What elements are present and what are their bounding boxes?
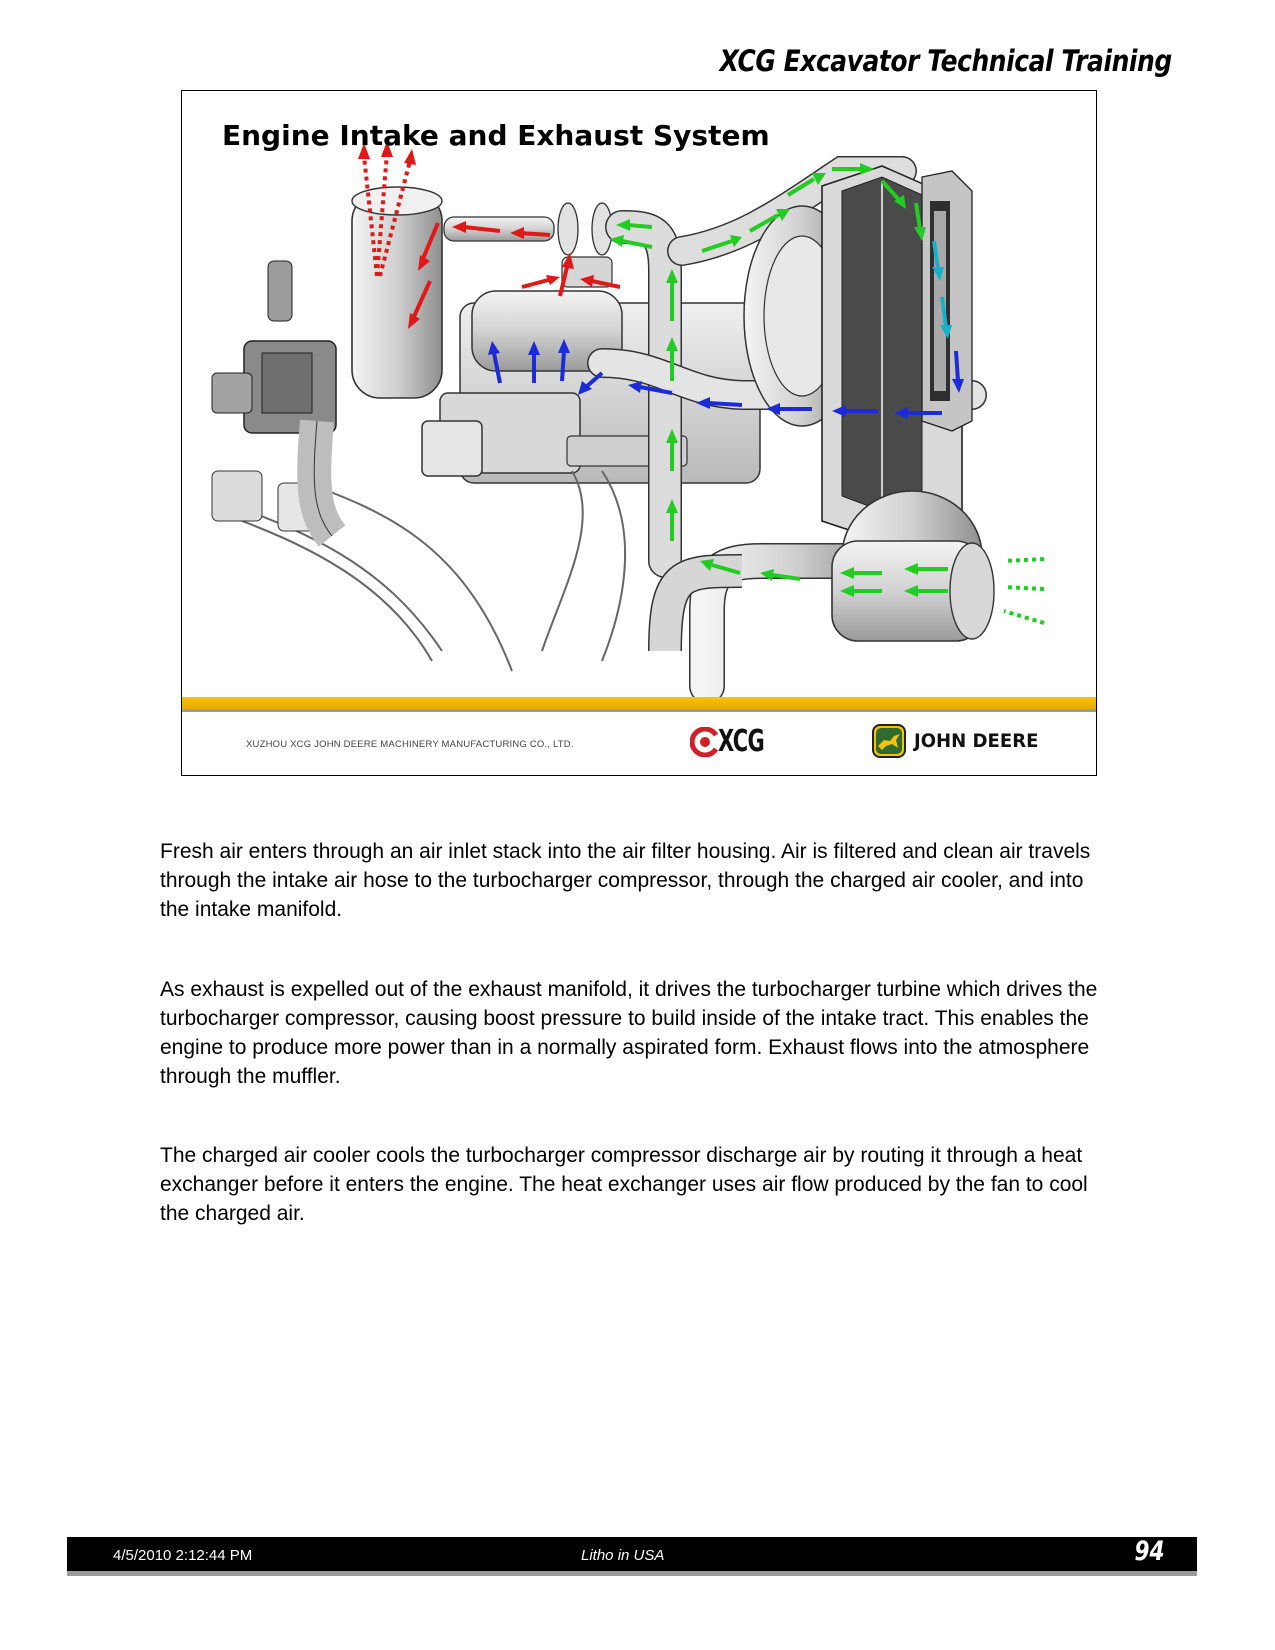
slide-title: Engine Intake and Exhaust System: [222, 119, 770, 152]
paragraph-air-intake: Fresh air enters through an air inlet st…: [160, 837, 1100, 924]
hydraulic-pump: [212, 261, 336, 433]
footer-date: 4/5/2010 2:12:44 PM: [113, 1547, 252, 1564]
slide-band-grey: [182, 709, 1096, 712]
xcg-logo-text: XCG: [718, 724, 764, 759]
paragraph-exhaust: As exhaust is expelled out of the exhaus…: [160, 975, 1100, 1091]
xcg-logo: XCG: [690, 724, 784, 759]
slide-band-yellow: [182, 697, 1096, 709]
footer-bar: 4/5/2010 2:12:44 PM Litho in USA 94: [67, 1537, 1197, 1576]
john-deere-logo-text: JOHN DEERE: [914, 730, 1038, 752]
john-deere-logo: JOHN DEERE: [872, 724, 1045, 758]
company-name: XUZHOU XCG JOHN DEERE MACHINERY MANUFACT…: [246, 739, 574, 750]
exhaust-pipe: [444, 203, 612, 287]
john-deere-deer-icon: [872, 724, 906, 758]
footer-litho: Litho in USA: [581, 1547, 664, 1564]
paragraph-charged-air-cooler: The charged air cooler cools the turboch…: [160, 1141, 1100, 1228]
slide-frame: Engine Intake and Exhaust System XUZHOU …: [181, 90, 1097, 776]
xcg-logo-icon: [690, 727, 720, 757]
engine-diagram: [182, 91, 1096, 697]
header-title: XCG Excavator Technical Training: [720, 44, 1172, 78]
radiator-charge-air-cooler: [822, 166, 972, 541]
page-number: 94: [1135, 1536, 1165, 1567]
